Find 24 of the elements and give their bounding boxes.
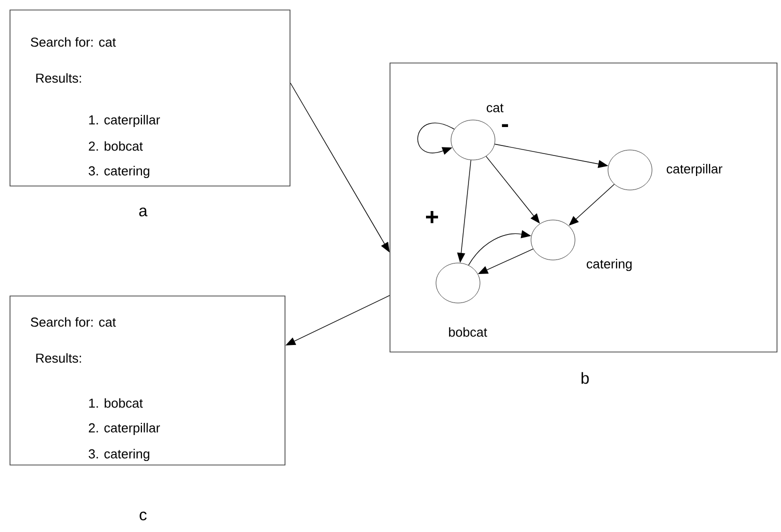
node-label: catering	[586, 258, 632, 272]
panel-letter: c	[140, 512, 147, 520]
graph-node	[450, 120, 496, 160]
results-heading: Results:	[36, 353, 81, 363]
graph-panel	[390, 62, 778, 352]
search-query: Search for: cat	[30, 37, 116, 47]
graph-node	[608, 150, 652, 190]
search-query: Search for: cat	[30, 317, 116, 327]
node-label: bobcat	[449, 327, 488, 337]
graph-node	[530, 220, 576, 260]
result-item: 3. catering	[88, 166, 150, 178]
result-item: 1. bobcat	[89, 398, 143, 408]
panel-letter: a	[139, 208, 148, 216]
edge-label: -	[500, 123, 510, 133]
result-item: 1. caterpillar	[89, 114, 160, 128]
node-label: cat	[486, 104, 504, 112]
edge-label: +	[424, 210, 440, 226]
panel-letter: b	[582, 372, 589, 384]
graph-node	[436, 262, 480, 304]
result-item: 2. bobcat	[88, 141, 143, 151]
node-label: caterpillar	[666, 164, 722, 176]
result-item: 2. caterpillar	[88, 422, 160, 436]
result-item: 3. catering	[88, 448, 150, 462]
results-heading: Results:	[36, 73, 81, 83]
